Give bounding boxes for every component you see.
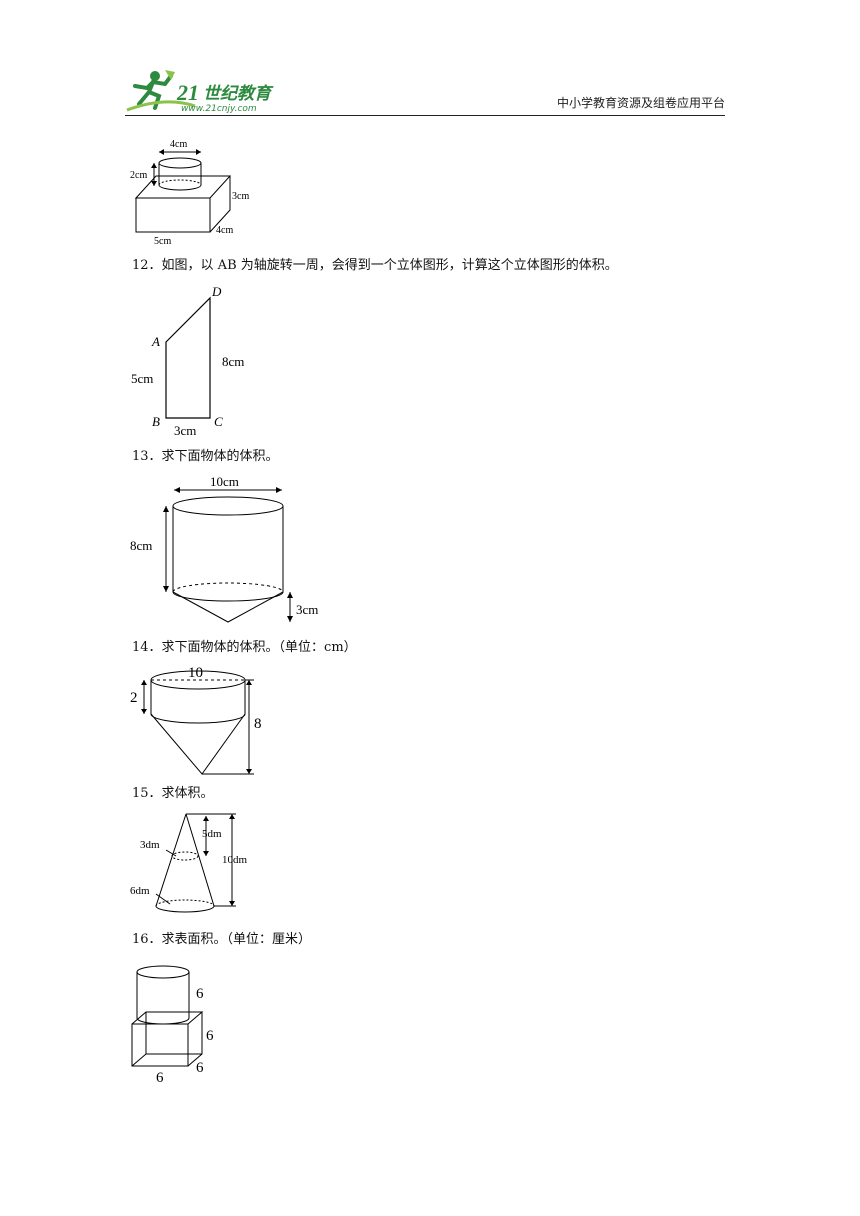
header-divider <box>125 115 725 116</box>
svg-text:10: 10 <box>188 665 203 681</box>
svg-text:6dm: 6dm <box>130 885 150 897</box>
svg-text:6: 6 <box>196 1060 204 1076</box>
svg-text:3cm: 3cm <box>174 423 196 438</box>
svg-text:5cm: 5cm <box>131 371 153 386</box>
svg-text:5cm: 5cm <box>154 236 171 247</box>
figure-cylinder-on-cube: 6 6 6 6 <box>131 965 214 1086</box>
svg-text:B: B <box>152 414 160 429</box>
svg-text:21: 21 <box>176 80 199 105</box>
logo-21cnjy: 21 世纪教育 www.21cnjy.com <box>126 70 274 114</box>
header-tagline: 中小学教育资源及组卷应用平台 <box>556 96 725 110</box>
svg-text:8: 8 <box>254 716 262 732</box>
svg-text:A: A <box>151 334 160 349</box>
svg-text:6: 6 <box>206 1028 214 1044</box>
question-14: 14．求下面物体的体积。（单位：cm） <box>132 640 357 655</box>
svg-text:4cm: 4cm <box>170 139 187 150</box>
question-13: 13．求下面物体的体积。 <box>132 449 279 464</box>
page-header: 21 世纪教育 www.21cnjy.com 中小学教育资源及组卷应用平台 <box>125 66 725 118</box>
svg-text:8cm: 8cm <box>130 538 152 553</box>
svg-text:世纪教育: 世纪教育 <box>203 84 274 104</box>
svg-text:2cm: 2cm <box>130 170 147 181</box>
question-16: 16．求表面积。（单位：厘米） <box>132 932 312 947</box>
svg-text:D: D <box>211 284 222 299</box>
svg-text:3dm: 3dm <box>140 839 160 851</box>
svg-text:5dm: 5dm <box>202 828 222 840</box>
figure-frustum-cone: 5dm 10dm 3dm 6dm <box>130 813 248 913</box>
figure-trapezoid: D A B C 5cm 8cm 3cm <box>131 284 244 438</box>
svg-text:10dm: 10dm <box>222 854 248 866</box>
question-12: 12．如图，以 AB 为轴旋转一周，会得到一个立体图形，计算这个立体图形的体积。 <box>132 258 618 273</box>
svg-text:3cm: 3cm <box>296 602 318 617</box>
svg-text:4cm: 4cm <box>216 225 233 236</box>
question-15: 15．求体积。 <box>132 786 214 801</box>
svg-text:10cm: 10cm <box>210 474 239 489</box>
svg-text:2: 2 <box>130 690 138 706</box>
svg-text:6: 6 <box>196 986 204 1002</box>
svg-text:6: 6 <box>156 1070 164 1086</box>
svg-text:8cm: 8cm <box>222 354 244 369</box>
figure-cylinder-on-box: 4cm 2cm 3cm 4cm 5cm <box>130 139 249 247</box>
figure-cylinder-on-cone: 10 2 8 <box>130 665 262 775</box>
svg-text:C: C <box>214 414 223 429</box>
figure-cylinder-cone: 10cm 8cm 3cm <box>130 474 318 623</box>
svg-text:3cm: 3cm <box>232 191 249 202</box>
svg-text:www.21cnjy.com: www.21cnjy.com <box>181 104 257 114</box>
